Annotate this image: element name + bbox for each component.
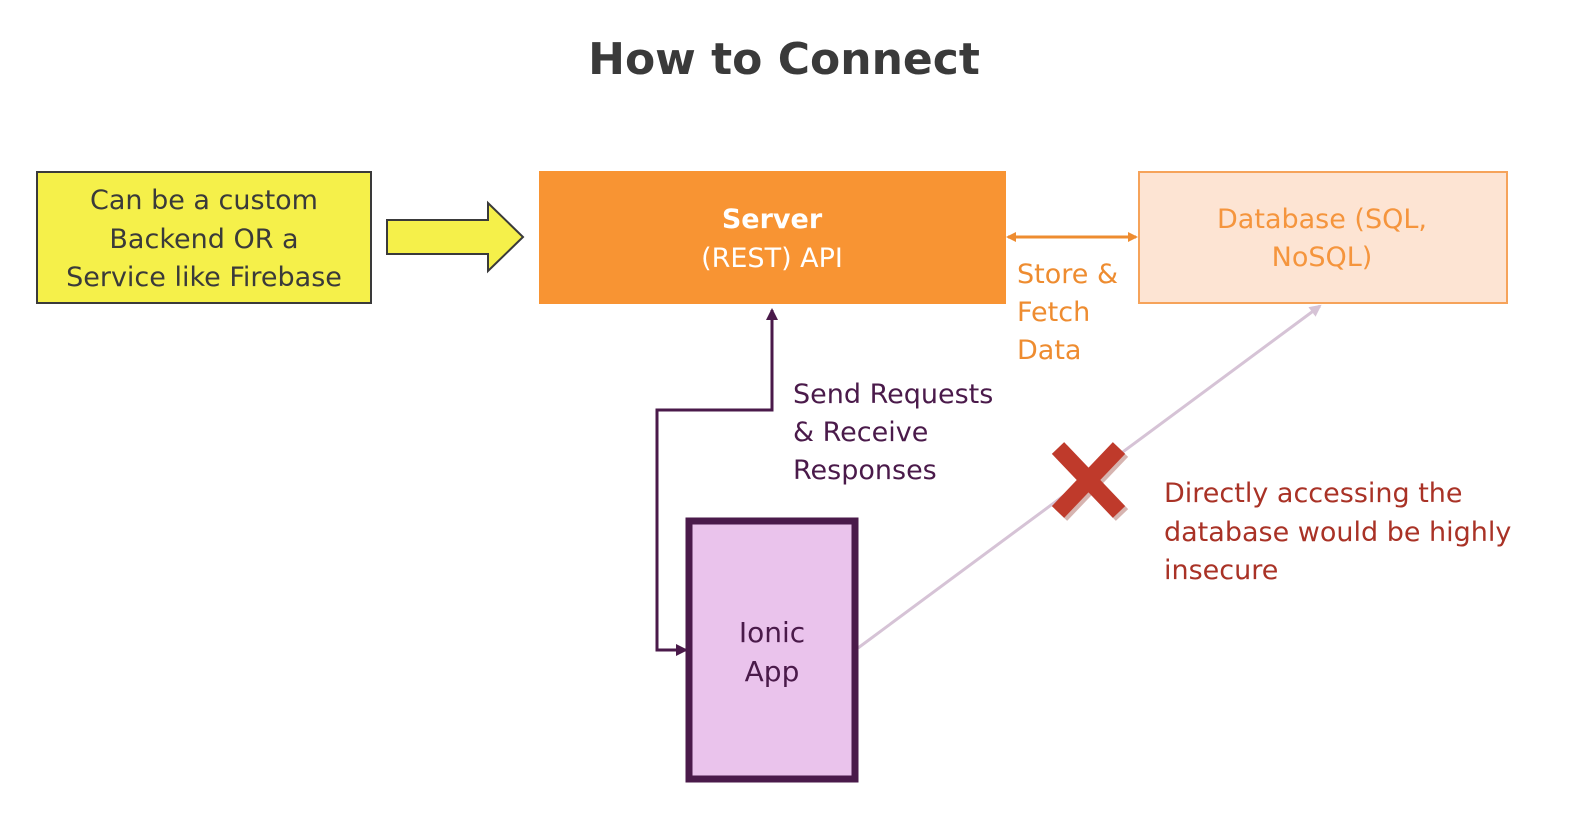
backend-note: Can be a custom Backend OR a Service lik… [36, 171, 372, 304]
database-line-1: Database (SQL, [1217, 204, 1427, 235]
ionic-app-box: Ionic App [685, 517, 859, 783]
page-title: How to Connect [588, 34, 980, 85]
requests-line-1: Send Requests [793, 379, 993, 410]
requests-line-3: Responses [793, 455, 937, 486]
warning-line-3: insecure [1164, 555, 1278, 586]
backend-note-line-1: Can be a custom [90, 185, 318, 216]
database-line-2: NoSQL) [1272, 242, 1373, 273]
ionic-app-line-2: App [745, 655, 800, 688]
requests-line-2: & Receive [793, 417, 928, 448]
server-box-rect [539, 171, 1006, 304]
database-box-rect [1138, 171, 1508, 304]
server-title: Server [722, 204, 823, 235]
backend-note-line-2: Backend OR a [109, 224, 298, 255]
block-arrow-icon [386, 200, 525, 274]
warning-line-1: Directly accessing the [1164, 478, 1463, 509]
warning-label: Directly accessing the database would be… [1164, 478, 1511, 586]
ionic-app-line-1: Ionic [739, 616, 805, 649]
store-fetch-line-1: Store & [1017, 259, 1118, 290]
store-fetch-line-2: Fetch [1017, 297, 1090, 328]
warning-line-2: database would be highly [1164, 517, 1511, 548]
server-box: Server (REST) API [539, 171, 1006, 304]
backend-note-line-3: Service like Firebase [66, 262, 342, 293]
cross-icon [1051, 442, 1129, 521]
ionic-app-rect [685, 517, 859, 783]
app-connector-arrowhead [676, 644, 688, 656]
request-response-connector [655, 308, 778, 652]
backend-note-box [36, 171, 372, 304]
requests-label: Send Requests & Receive Responses [793, 379, 993, 486]
store-fetch-label: Store & Fetch Data [1017, 259, 1118, 366]
database-box: Database (SQL, NoSQL) [1138, 171, 1508, 304]
server-subtitle: (REST) API [701, 243, 843, 274]
store-fetch-line-3: Data [1017, 335, 1081, 366]
